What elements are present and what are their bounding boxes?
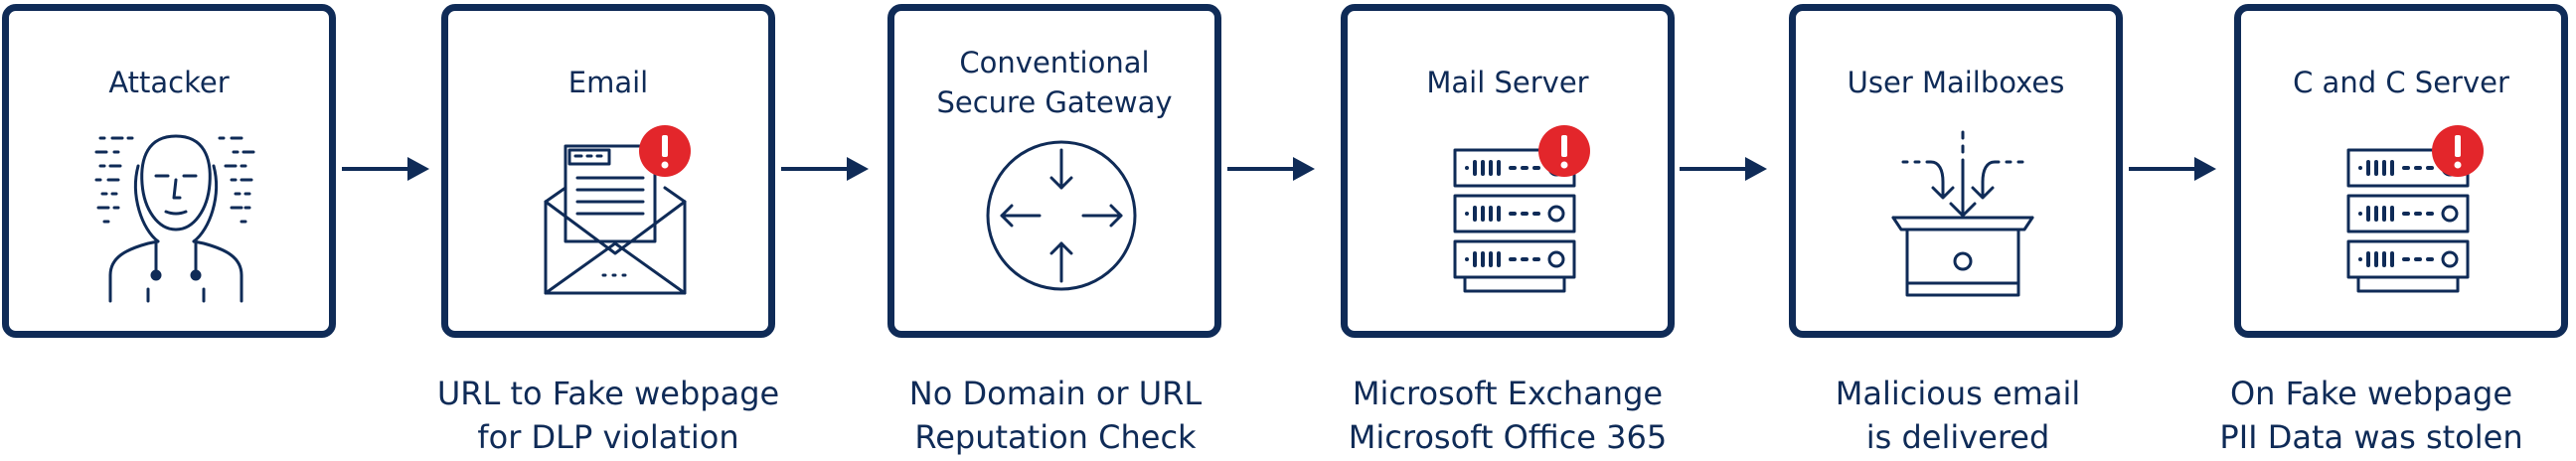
step-title: Attacker bbox=[108, 66, 230, 99]
step-email-caption: URL to Fake webpage for DLP violation bbox=[419, 372, 797, 459]
caption-line: URL to Fake webpage bbox=[436, 375, 780, 412]
caption-line: Reputation Check bbox=[914, 418, 1197, 456]
caption-line: Microsoft Exchange bbox=[1352, 375, 1664, 412]
flow-arrow bbox=[1680, 149, 1769, 189]
step-mail-server-box: Mail Server bbox=[1341, 4, 1675, 338]
caption-line: Microsoft Office 365 bbox=[1348, 418, 1668, 456]
step-title: User Mailboxes bbox=[1847, 66, 2065, 99]
flow-arrow bbox=[781, 149, 871, 189]
caption-line: PII Data was stolen bbox=[2219, 418, 2523, 456]
step-title: Email bbox=[567, 66, 649, 99]
alert-badge-icon bbox=[2432, 125, 2484, 177]
alert-badge-icon bbox=[1538, 125, 1590, 177]
step-gateway-box: Conventional Secure Gateway bbox=[887, 4, 1221, 338]
caption-line: No Domain or URL bbox=[908, 375, 1203, 412]
step-email-box: Email bbox=[441, 4, 775, 338]
gateway-arrows-circle-icon bbox=[972, 126, 1151, 305]
step-title: Mail Server bbox=[1426, 66, 1589, 99]
email-open-letter-icon bbox=[526, 126, 705, 305]
step-user-mailboxes-caption: Malicious email is delivered bbox=[1769, 372, 2147, 459]
server-rack-icon bbox=[2319, 126, 2497, 305]
caption-line: On Fake webpage bbox=[2229, 375, 2513, 412]
flow-arrow bbox=[1227, 149, 1317, 189]
step-mail-server-caption: Microsoft Exchange Microsoft Office 365 bbox=[1319, 372, 1696, 459]
step-gateway-caption: No Domain or URL Reputation Check bbox=[867, 372, 1244, 459]
step-user-mailboxes-box: User Mailboxes bbox=[1789, 4, 2123, 338]
step-c-and-c-caption: On Fake webpage PII Data was stolen bbox=[2182, 372, 2560, 459]
step-title: Conventional Secure Gateway bbox=[936, 46, 1173, 119]
step-c-and-c-server-box: C and C Server bbox=[2234, 4, 2568, 338]
hacker-hooded-icon bbox=[86, 126, 265, 305]
caption-line: Malicious email bbox=[1835, 375, 2081, 412]
caption-line: is delivered bbox=[1865, 418, 2050, 456]
caption-line: for DLP violation bbox=[477, 418, 739, 456]
flow-arrow bbox=[2129, 149, 2218, 189]
step-title: C and C Server bbox=[2293, 66, 2509, 99]
alert-badge-icon bbox=[639, 125, 691, 177]
step-attacker-box: Attacker bbox=[2, 4, 336, 338]
inbox-tray-icon bbox=[1873, 126, 2052, 305]
flow-arrow bbox=[342, 149, 431, 189]
